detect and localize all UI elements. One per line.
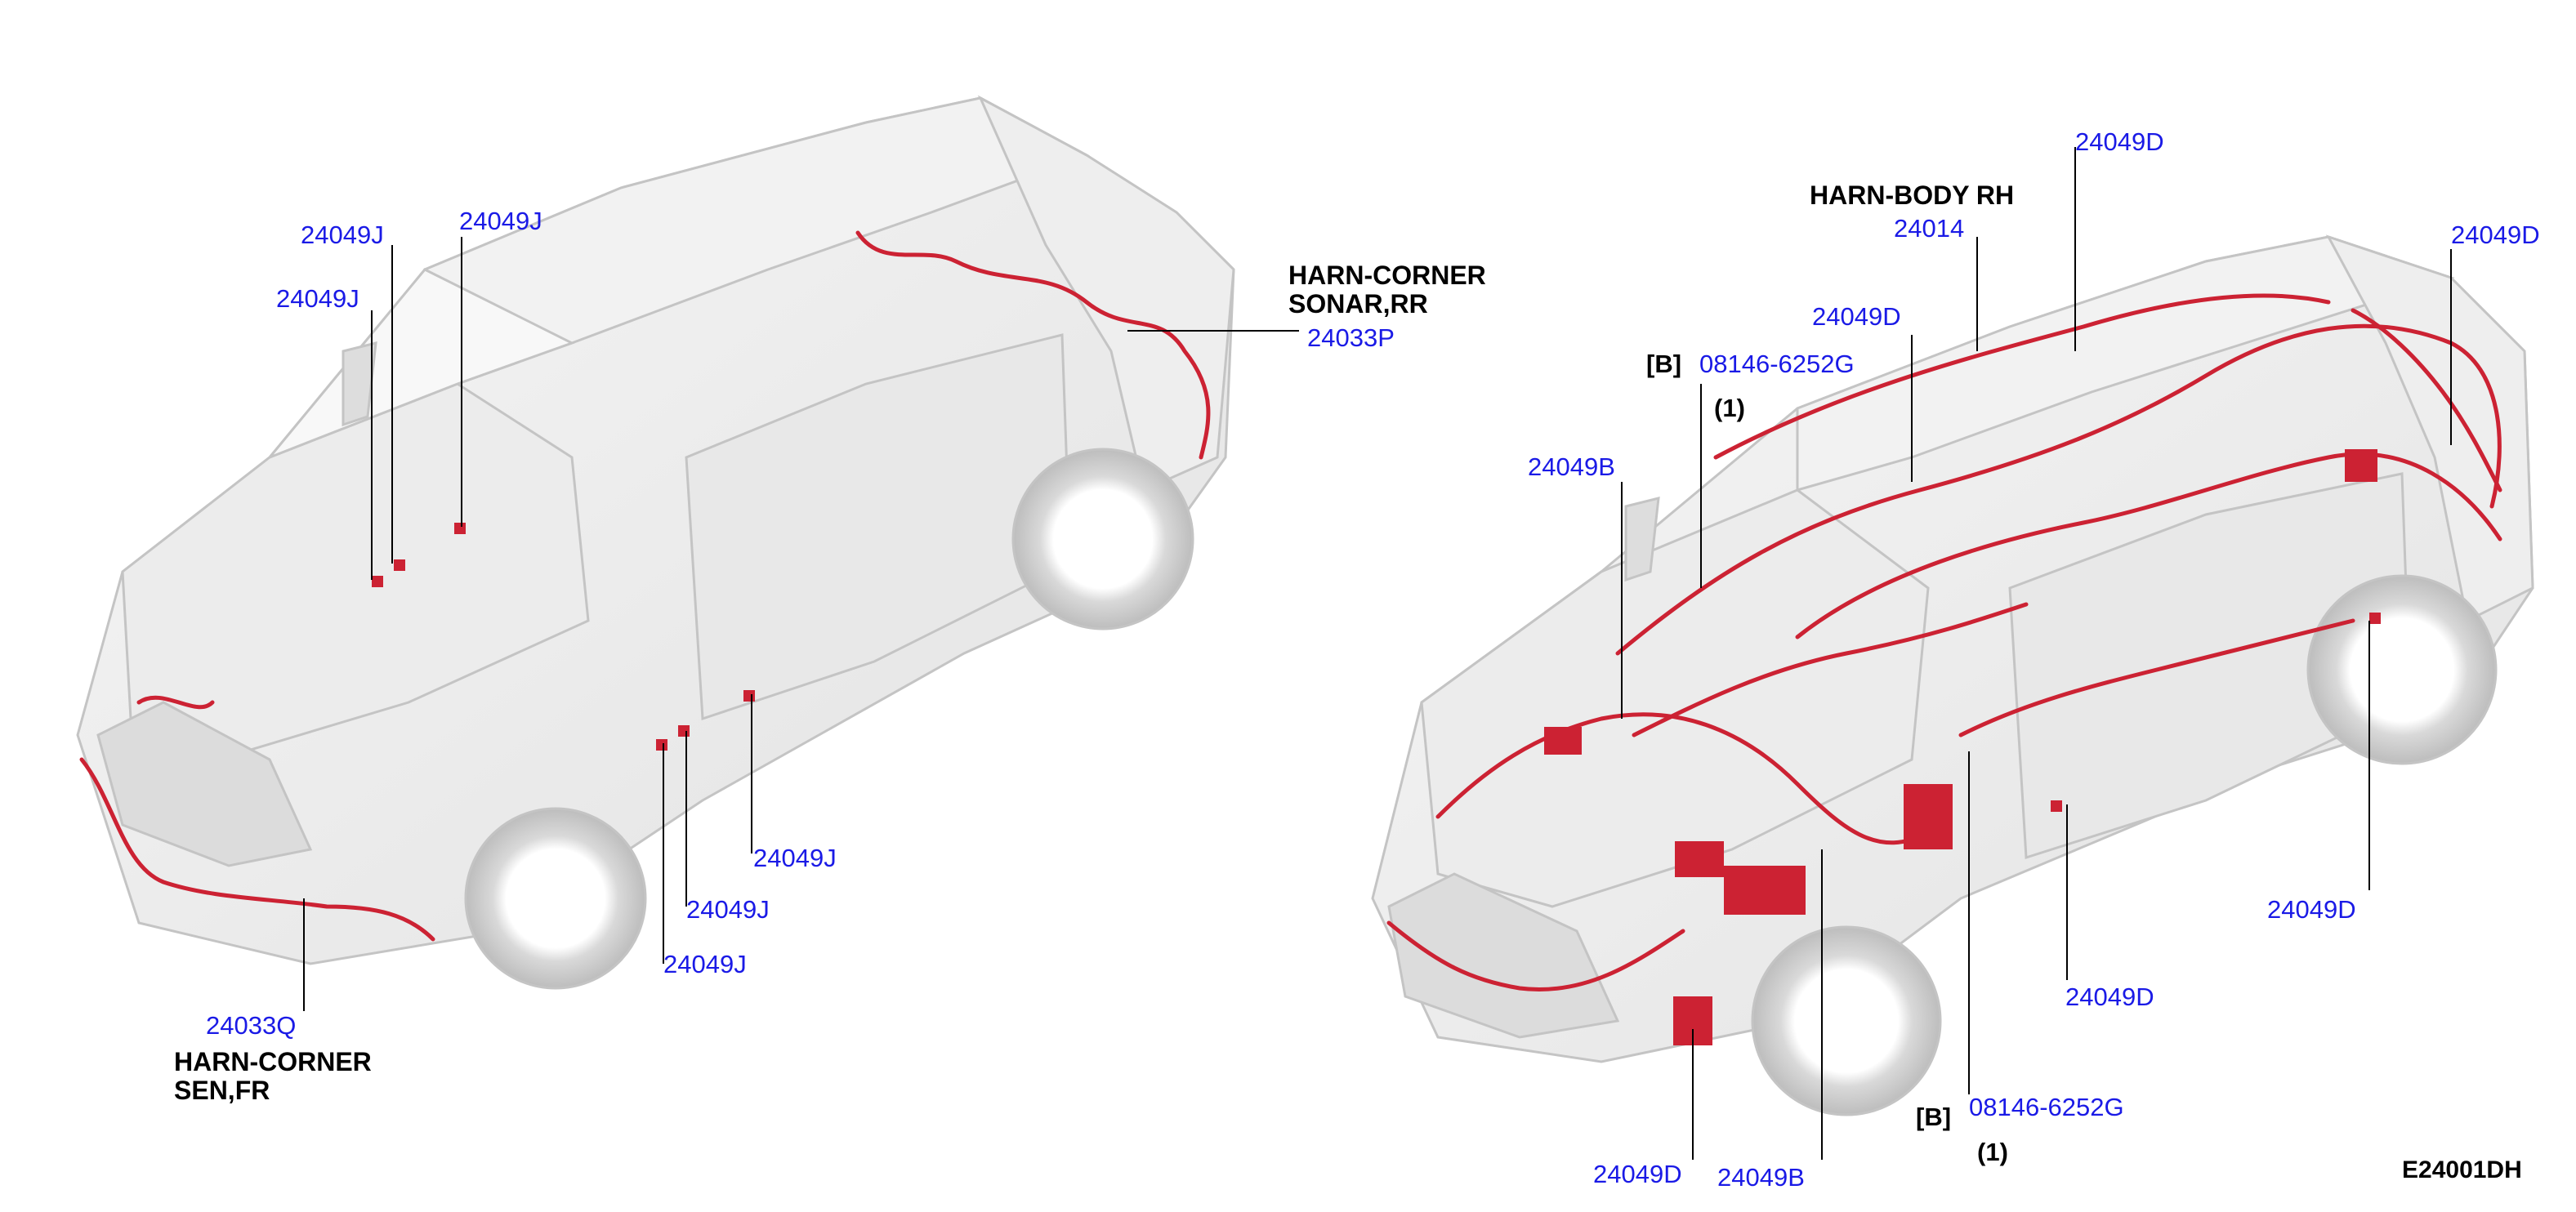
label-bracket-b-top: [B] xyxy=(1646,350,1682,378)
label-24049j-door-2: 24049J xyxy=(686,895,770,924)
left-leader-lines xyxy=(303,237,1299,1011)
right-rear-wheel xyxy=(2306,574,2498,765)
label-24049j-door-3: 24049J xyxy=(663,950,747,978)
right-harness xyxy=(1386,293,2502,991)
label-24049j-top-left: 24049J xyxy=(301,221,384,249)
right-front-wheel xyxy=(1751,925,1942,1116)
label-24049d-right-low: 24049D xyxy=(2267,895,2356,924)
left-mirror xyxy=(342,341,377,427)
left-rear-wheel xyxy=(1011,448,1194,631)
harn-dash xyxy=(1632,602,2029,737)
ecu-engine xyxy=(1675,841,1724,877)
left-front-wheel xyxy=(464,807,647,990)
label-qty-bottom: (1) xyxy=(1977,1138,2008,1166)
label-24049j-top-right: 24049J xyxy=(459,207,542,235)
harn-body-rh-roof xyxy=(1713,293,2331,460)
ecu-dash xyxy=(1724,866,1806,915)
label-24049d-top: 24049D xyxy=(2075,127,2164,156)
harn-engine-room xyxy=(1435,712,1931,845)
harn-body-rh-loop xyxy=(1795,452,2502,639)
drawing-code: E24001DH xyxy=(2402,1156,2522,1183)
relay-box-left xyxy=(1544,727,1582,755)
label-24033q: 24033Q xyxy=(206,1011,297,1040)
label-24049d-bottom: 24049D xyxy=(1593,1160,1682,1188)
left-harness xyxy=(79,230,1211,942)
left-vehicle xyxy=(76,95,1235,990)
left-rear-sonar-harness xyxy=(855,230,1211,460)
label-24049j-mid-left: 24049J xyxy=(276,284,359,313)
label-24049b-left: 24049B xyxy=(1528,452,1615,481)
right-mirror xyxy=(1624,497,1660,582)
left-vehicle-tailgate xyxy=(977,95,1235,492)
left-vehicle-grille xyxy=(96,701,313,867)
label-bracket-b-bottom: [B] xyxy=(1916,1103,1952,1131)
label-qty-top: (1) xyxy=(1714,394,1745,422)
left-front-sensor-harness xyxy=(79,757,435,942)
harn-tailgate xyxy=(2351,308,2502,492)
right-vehicle-grille xyxy=(1387,872,1620,1039)
harn-door xyxy=(1958,618,2355,737)
label-24049d-right-top: 24049D xyxy=(2451,221,2540,249)
harn-front-sensor xyxy=(1386,920,1685,991)
label-24049d-roof: 24049D xyxy=(1812,302,1901,331)
connector-door-1 xyxy=(656,739,667,751)
label-08146-6252g-top: 08146-6252G xyxy=(1699,350,1855,378)
right-vehicle-tailgate xyxy=(2325,234,2534,623)
label-harn-body-rh: HARN-BODY RH xyxy=(1810,180,2015,210)
connector-hood-2 xyxy=(394,559,405,571)
connector-rear-qtr xyxy=(2369,613,2381,624)
label-24049b-bottom: 24049B xyxy=(1717,1163,1805,1192)
left-front-sensor-branch xyxy=(136,695,215,710)
right-leader-lines xyxy=(1621,147,2452,1160)
connector-hood-3 xyxy=(454,523,466,534)
right-vehicle xyxy=(1371,234,2534,1116)
connector-hood-1 xyxy=(372,576,383,587)
label-08146-6252g-bottom: 08146-6252G xyxy=(1969,1093,2124,1121)
connector-door-rh xyxy=(2051,800,2062,812)
label-24014: 24014 xyxy=(1894,214,1965,243)
connector-rear xyxy=(2345,449,2377,482)
connector-door-3 xyxy=(743,690,755,702)
label-harn-corner-sonar-rr: HARN-CORNER SONAR,RR xyxy=(1288,261,1486,319)
module-center xyxy=(1904,784,1953,849)
right-blocks xyxy=(1544,449,2381,1045)
label-24049d-mid-low: 24049D xyxy=(2065,983,2154,1011)
connector-door-2 xyxy=(678,725,690,737)
right-vehicle-roof xyxy=(1796,235,2455,492)
label-24033p: 24033P xyxy=(1307,323,1395,352)
label-harn-corner-sen-fr: HARN-CORNER SEN,FR xyxy=(174,1047,372,1106)
harn-body-rh-main xyxy=(1615,323,2502,656)
label-24049j-door-1: 24049J xyxy=(753,844,837,872)
